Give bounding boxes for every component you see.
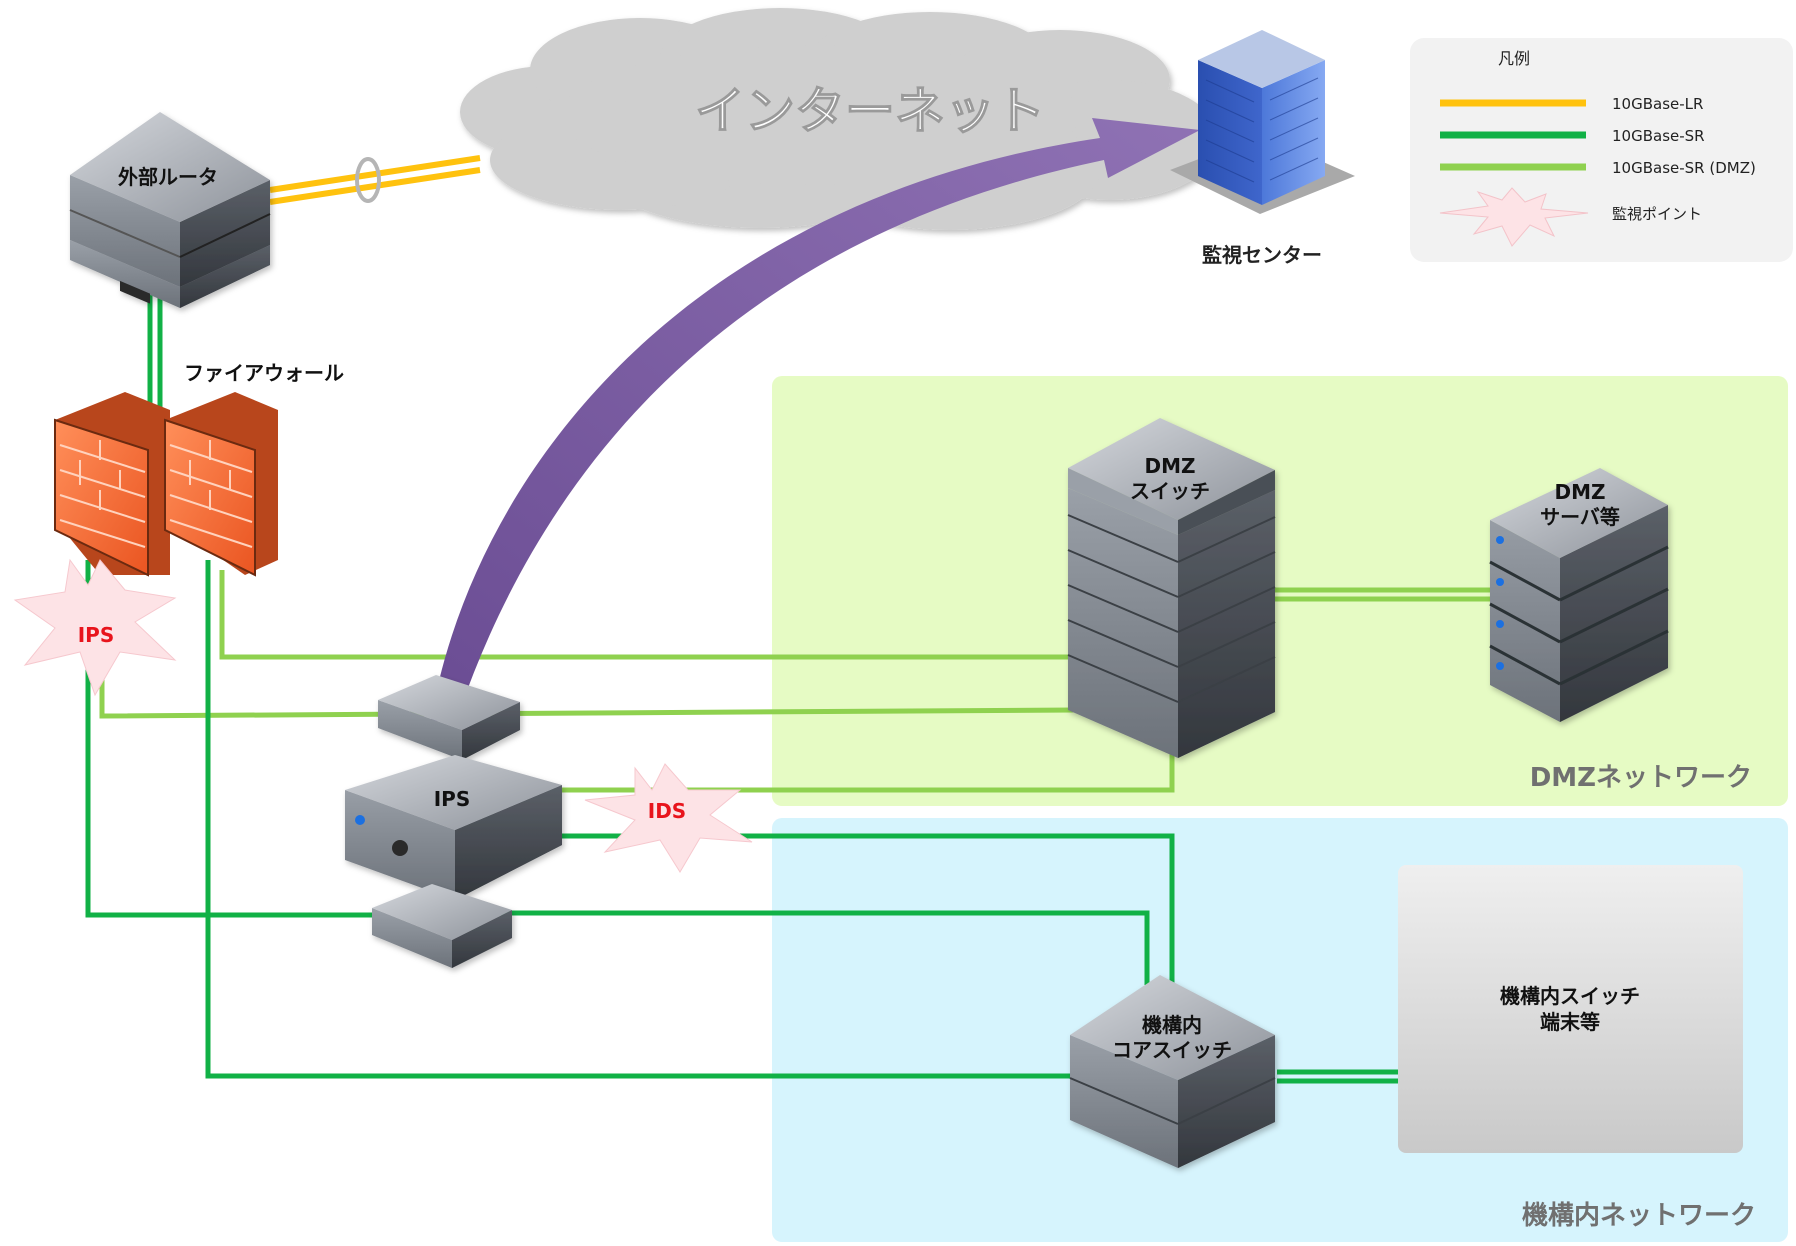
- ips-label: IPS: [434, 787, 471, 811]
- dmz-switch-label-1: DMZ: [1144, 454, 1195, 478]
- firewall-label: ファイアウォール: [184, 361, 344, 385]
- monitoring-arrow: [430, 118, 1200, 725]
- legend-label-monitor: 監視ポイント: [1612, 205, 1702, 223]
- internal-zone-label: 機構内ネットワーク: [1522, 1201, 1756, 1231]
- core-switch-label-2: コアスイッチ: [1112, 1038, 1232, 1062]
- links-internal: [85, 560, 1398, 1084]
- ips-bottom-switch[interactable]: [372, 884, 512, 968]
- legend-monitor-star-icon: [1439, 187, 1589, 247]
- dmz-zone-label: DMZネットワーク: [1530, 763, 1752, 793]
- firewall-right[interactable]: [164, 392, 278, 577]
- monitor-point-ips: IPS: [13, 558, 177, 697]
- dmz-servers-label-2: サーバ等: [1540, 505, 1620, 529]
- internal-switch-block[interactable]: 機構内スイッチ 端末等: [1398, 865, 1743, 1153]
- internet-label: インターネット: [695, 82, 1045, 140]
- legend-label-lr: 10GBase-LR: [1612, 95, 1703, 113]
- legend-label-sr: 10GBase-SR: [1612, 127, 1705, 145]
- internal-block-label-2: 端末等: [1540, 1010, 1600, 1034]
- internal-block-label-1: 機構内スイッチ: [1500, 984, 1640, 1008]
- legend-title: 凡例: [1498, 49, 1530, 68]
- monitoring-center-building-icon: [1170, 30, 1355, 214]
- monitor-point-ids: IDS: [584, 763, 753, 873]
- link-aggregation-icon: [355, 157, 381, 203]
- monitor-ips-label: IPS: [78, 623, 115, 647]
- link-router-firewall: [147, 290, 163, 420]
- ips-top-switch[interactable]: [378, 675, 520, 760]
- core-switch-label-1: 機構内: [1142, 1013, 1202, 1037]
- dmz-switch[interactable]: [1067, 418, 1276, 758]
- monitor-ids-label: IDS: [648, 799, 686, 823]
- ips-appliance[interactable]: [345, 755, 562, 900]
- external-router[interactable]: [69, 112, 271, 308]
- dmz-servers-label-1: DMZ: [1554, 480, 1605, 504]
- dmz-switch-label-2: スイッチ: [1130, 479, 1210, 503]
- link-router-internet: [269, 155, 481, 205]
- legend: 凡例 10GBase-LR 10GBase-SR 10GBase-SR (DMZ…: [1410, 38, 1793, 262]
- core-switch[interactable]: [1069, 975, 1276, 1168]
- dmz-servers[interactable]: [1489, 468, 1669, 722]
- legend-label-sr-dmz: 10GBase-SR (DMZ): [1612, 159, 1756, 177]
- router-label: 外部ルータ: [118, 165, 218, 189]
- monitoring-center-label: 監視センター: [1202, 243, 1322, 267]
- firewall-left[interactable]: [54, 392, 170, 577]
- internet-cloud: [460, 8, 1220, 230]
